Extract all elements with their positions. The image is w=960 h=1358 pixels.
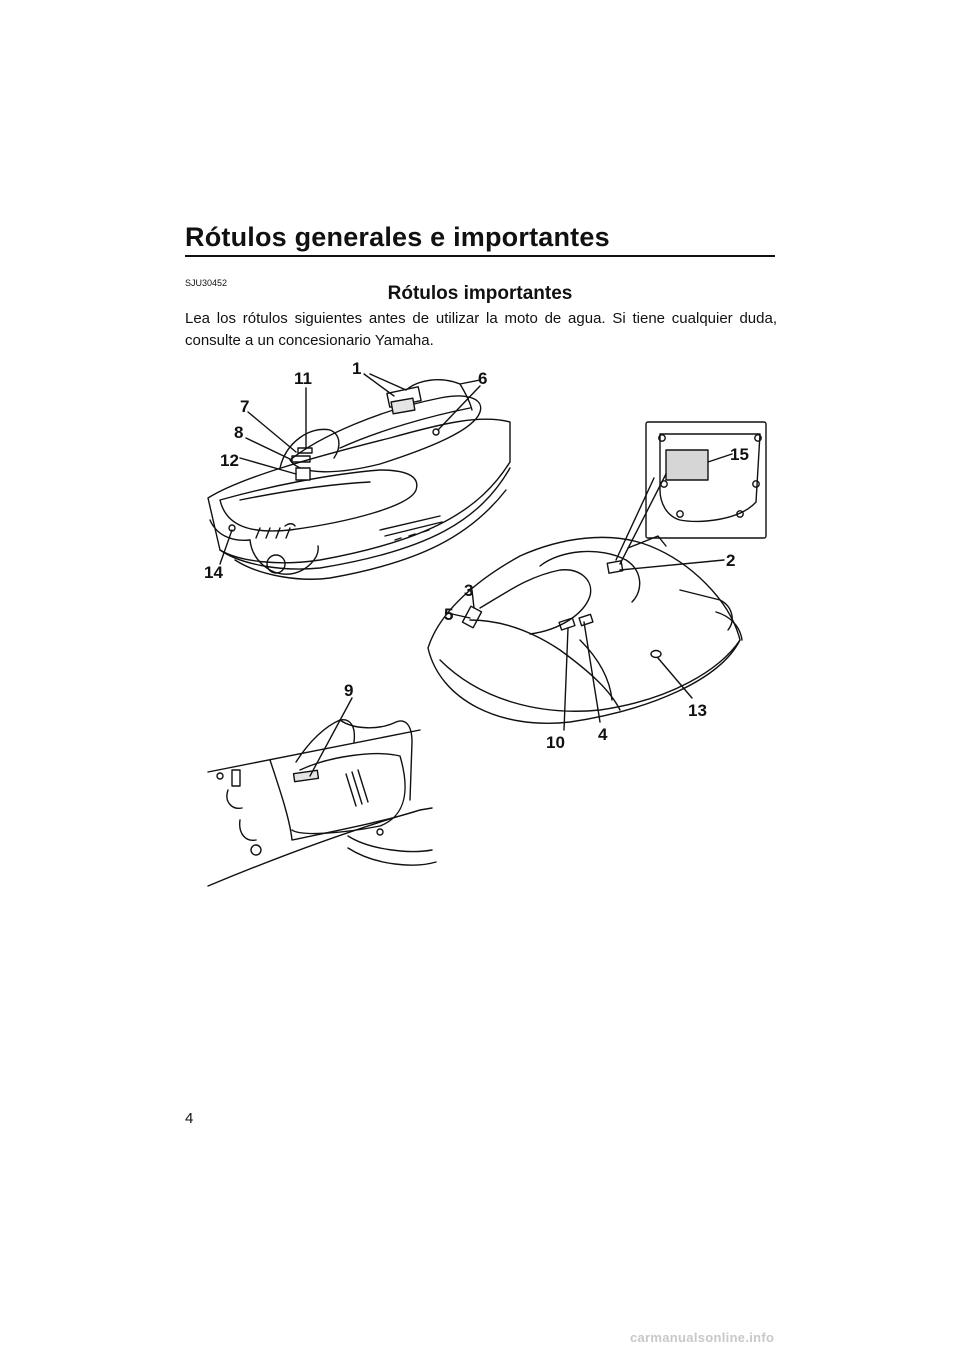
watermark: carmanualsonline.info	[630, 1330, 775, 1345]
callout-12: 12	[220, 451, 239, 470]
callout-1: 1	[352, 359, 361, 378]
page-title: Rótulos generales e importantes	[185, 222, 610, 252]
page-number: 4	[185, 1110, 194, 1127]
intro-paragraph: Lea los rótulos siguientes antes de util…	[185, 310, 777, 349]
section-title: Rótulos importantes	[387, 283, 573, 304]
callout-5: 5	[444, 605, 453, 624]
callout-11: 11	[294, 369, 312, 388]
label-location-illustration: 1 2 3 4 5 6 7 8 9 10 11 12 13 14 15	[204, 359, 767, 887]
storage-compartment-view	[207, 719, 437, 887]
inset-detail-box	[645, 421, 767, 539]
title-rule	[185, 255, 775, 257]
watercraft-rear-view	[207, 373, 511, 580]
leader-lines	[219, 373, 733, 777]
callout-6: 6	[478, 369, 487, 388]
watercraft-front-view	[427, 535, 743, 724]
callout-13: 13	[688, 701, 707, 720]
callout-15: 15	[730, 445, 749, 464]
callout-numbers: 1 2 3 4 5 6 7 8 9 10 11 12 13 14 15	[204, 359, 749, 752]
callout-2: 2	[726, 551, 735, 570]
callout-7: 7	[240, 397, 249, 416]
callout-3: 3	[464, 581, 473, 600]
callout-14: 14	[204, 563, 223, 582]
callout-10: 10	[546, 733, 565, 752]
callout-8: 8	[234, 423, 243, 442]
section-code: SJU30452	[185, 278, 228, 288]
callout-4: 4	[598, 725, 608, 744]
callout-9: 9	[344, 681, 353, 700]
